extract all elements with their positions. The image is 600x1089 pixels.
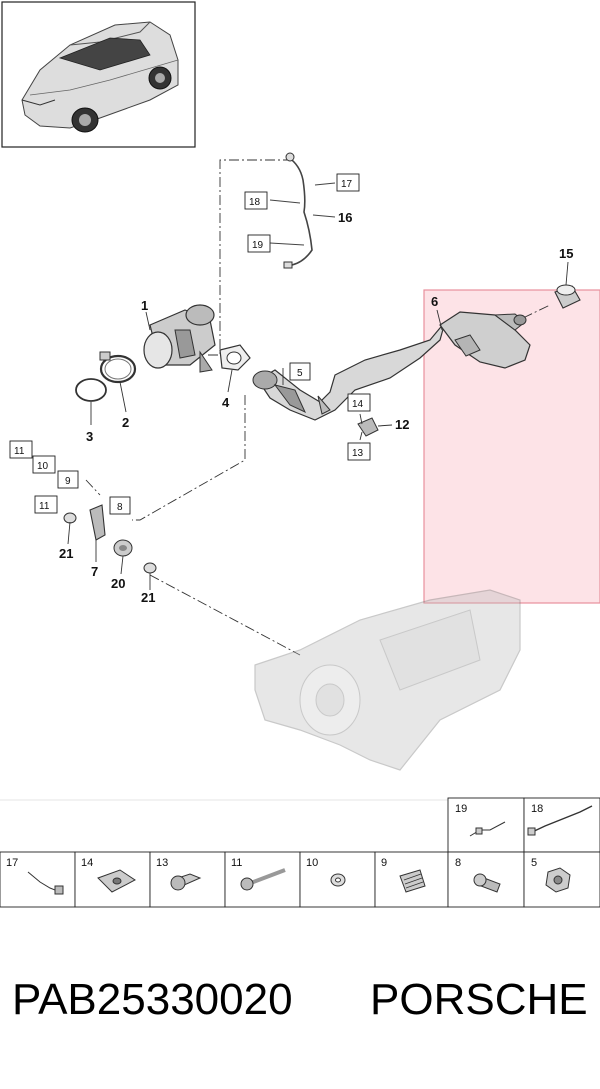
brand-name: PORSCHE	[370, 975, 588, 1024]
legend-cell-11: 11	[231, 857, 242, 869]
fastener-legend	[0, 797, 600, 908]
box-14: 14	[352, 399, 364, 410]
legend-cell-8: 8	[455, 857, 461, 869]
callout-16: 16	[338, 210, 352, 225]
legend-cell-18: 18	[531, 803, 543, 815]
box-19: 19	[252, 240, 264, 251]
callout-20: 20	[111, 576, 125, 591]
legend-parts	[27, 805, 593, 895]
oxygen-sensor-cable	[269, 152, 336, 269]
box-9: 9	[65, 476, 71, 487]
leader-lines	[85, 159, 551, 656]
legend-cell-19: 19	[455, 803, 467, 815]
legend-cell-5: 5	[531, 857, 537, 869]
part-number: PAB25330020	[12, 975, 293, 1024]
box-10: 10	[37, 461, 49, 472]
legend-cell-10: 10	[306, 857, 318, 869]
callout-7: 7	[91, 564, 98, 579]
legend-cell-17: 17	[6, 857, 18, 869]
legend-cell-9: 9	[381, 857, 387, 869]
box-13: 13	[352, 448, 364, 459]
vehicle-thumbnail	[1, 1, 196, 148]
box-11a: 11	[14, 446, 25, 457]
callout-6: 6	[431, 294, 438, 309]
callout-12: 12	[395, 417, 409, 432]
rubber-bush	[554, 284, 581, 309]
box-5: 5	[297, 368, 303, 379]
callout-21b: 21	[141, 590, 155, 605]
clamp	[99, 351, 137, 384]
box-8: 8	[117, 502, 123, 513]
callout-2: 2	[122, 415, 129, 430]
callout-stubs	[67, 261, 569, 590]
box-18: 18	[249, 197, 261, 208]
bracket	[357, 417, 393, 437]
callout-1: 1	[141, 298, 148, 313]
boxed-callouts	[9, 173, 371, 515]
legend-cell-14: 14	[81, 857, 93, 869]
seal-ring	[75, 378, 107, 402]
transmission-bracket	[63, 504, 157, 574]
catalytic-converter	[143, 304, 216, 373]
callout-3: 3	[86, 429, 93, 444]
footer: PAB25330020 PORSCHE	[0, 975, 600, 1045]
callout-4: 4	[222, 395, 230, 410]
callout-21a: 21	[59, 546, 73, 561]
legend-cell-13: 13	[156, 857, 168, 869]
callout-15: 15	[559, 246, 573, 261]
gasket	[219, 344, 251, 371]
box-17: 17	[341, 179, 353, 190]
transmission	[254, 589, 521, 771]
rear-silencer	[439, 311, 531, 369]
box-11b: 11	[39, 501, 50, 512]
